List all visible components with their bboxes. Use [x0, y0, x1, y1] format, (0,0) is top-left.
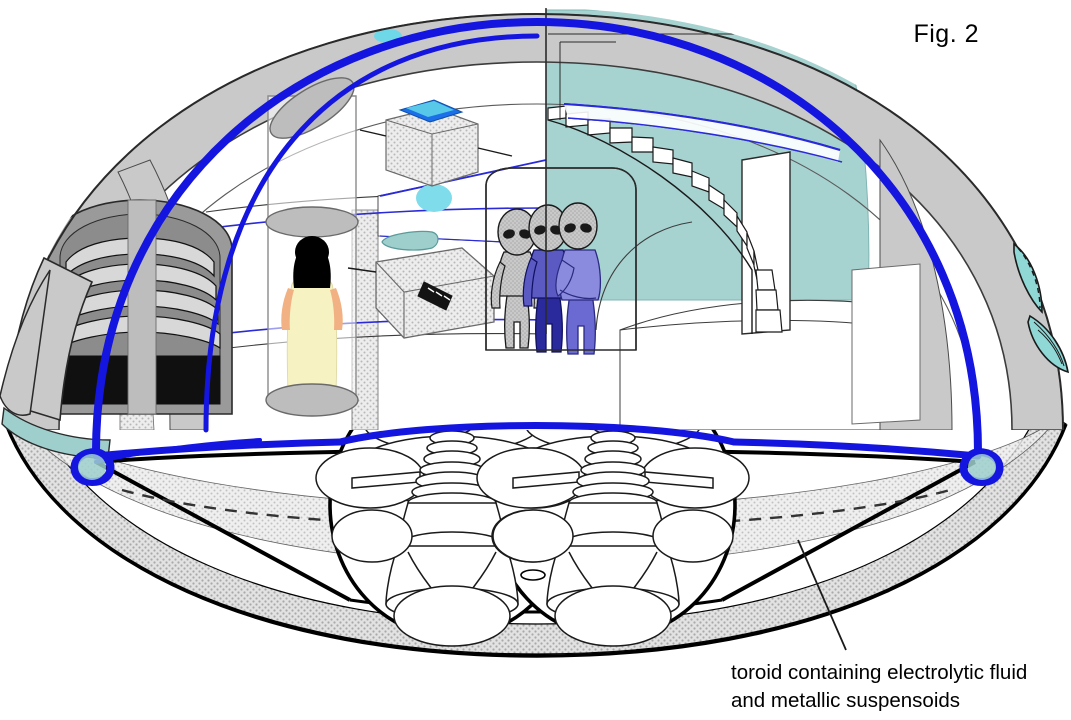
teal-pillow	[381, 230, 439, 251]
human-occupant	[281, 236, 343, 413]
dashed-inner-rim	[121, 488, 951, 529]
cyan-light-blob	[416, 184, 452, 212]
three-alien-occupants	[490, 202, 602, 355]
console-box-with-blue-screen	[359, 99, 513, 187]
caption-line-2: and metallic suspensoids	[731, 689, 961, 712]
doorway-panel	[741, 151, 791, 335]
dome-outer-outline	[7, 12, 1064, 431]
coil-terminal-left	[78, 454, 106, 480]
hull-skirt-left	[0, 256, 111, 459]
figure-label: Fig. 2	[913, 20, 979, 48]
lower-saucer-toroid	[4, 407, 1068, 658]
ribbed-seat-bank-left	[47, 199, 233, 415]
bench-table	[347, 230, 495, 339]
teal-side-vents-right	[1013, 242, 1070, 374]
caption-leader-line	[797, 539, 847, 651]
blue-coil-arc	[70, 17, 1004, 487]
figure-caption: toroid containing electrolytic fluid and…	[731, 659, 1061, 715]
propulsion-assembly-right	[476, 367, 750, 647]
propulsion-assemblies	[315, 367, 750, 647]
alien-grey	[490, 208, 544, 349]
transparent-cylinder-tube	[265, 77, 359, 417]
caption-line-1: toroid containing electrolytic fluid	[731, 661, 1028, 684]
coil-terminal-right	[968, 454, 996, 480]
alien-light-suit	[555, 202, 602, 355]
